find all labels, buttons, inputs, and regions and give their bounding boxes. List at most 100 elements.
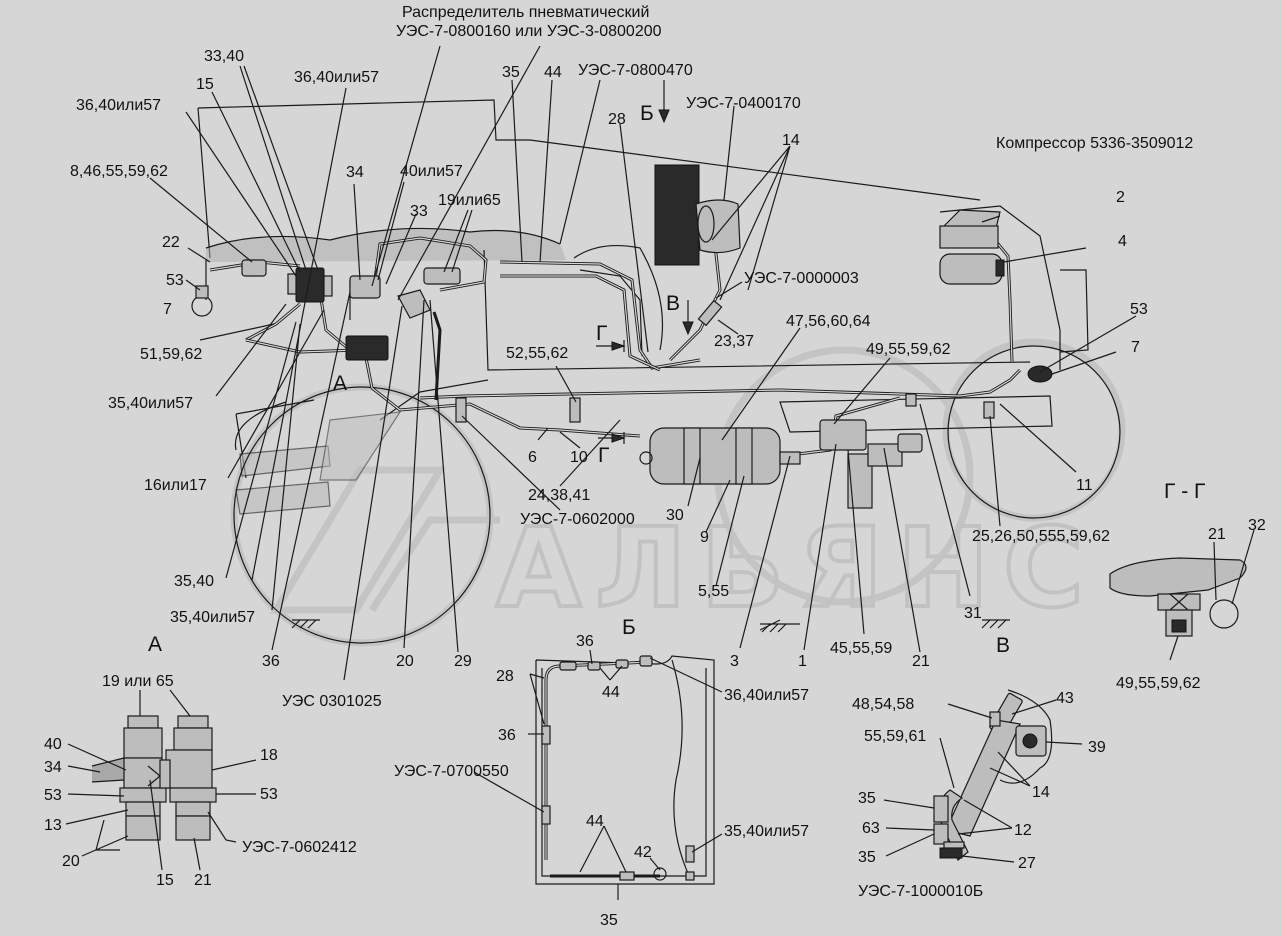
label-35-top: 35: [502, 64, 520, 81]
detail-V-63: 63: [862, 820, 880, 837]
detail-B-35-40-57: 35,40или57: [724, 823, 809, 840]
label-7-right: 7: [1131, 339, 1140, 356]
detail-A-title: А: [148, 633, 162, 656]
label-36-40-57-a: 36,40или57: [294, 69, 379, 86]
detail-A-18: 18: [260, 747, 278, 764]
detail-B-44-top: 44: [602, 684, 620, 701]
components: [191, 80, 1053, 509]
detail-V-35-b: 35: [858, 849, 876, 866]
fixture-7-left: [191, 295, 213, 317]
label-uec-0400170: УЭС-7-0400170: [686, 95, 801, 112]
label-24-38-41: 24,38,41: [528, 487, 590, 504]
detail-A-19-65: 19 или 65: [102, 673, 174, 690]
valve-34: [349, 275, 381, 299]
detail-A-15: 15: [156, 872, 174, 889]
label-A-view: А: [333, 372, 347, 395]
detail-A-20: 20: [62, 853, 80, 870]
detail-B-uec: УЭС-7-0700550: [394, 763, 509, 780]
label-3: 3: [730, 653, 739, 670]
label-5-55: 5,55: [698, 583, 729, 600]
label-7-left: 7: [163, 301, 172, 318]
label-B-arrow: Б: [640, 102, 654, 125]
label-47-56: 47,56,60,64: [786, 313, 871, 330]
block-A: [345, 335, 389, 361]
detail-V-55-59-61: 55,59,61: [864, 728, 926, 745]
detail-V-12: 12: [1014, 822, 1032, 839]
detail-B-36-side: 36: [498, 727, 516, 744]
label-40-57: 40или57: [400, 163, 463, 180]
label-G-arrow-top: Г: [596, 322, 607, 345]
section-G-G: Г - Г 21 32 49,55,59,62: [1109, 480, 1266, 692]
label-30: 30: [666, 507, 684, 524]
detail-A-40: 40: [44, 736, 62, 753]
brake-valve: [819, 419, 867, 451]
label-34: 34: [346, 164, 364, 181]
label-distributor-title: Распределитель пневматический: [402, 4, 649, 21]
valve-22: [241, 259, 267, 277]
label-31: 31: [964, 605, 982, 622]
label-uec-0301025: УЭС 0301025: [282, 693, 382, 710]
detail-V-14: 14: [1032, 784, 1050, 801]
detail-A-21: 21: [194, 872, 212, 889]
label-19-65: 19или65: [438, 192, 501, 209]
detail-B-42: 42: [634, 844, 652, 861]
detail-B-title: Б: [622, 616, 636, 639]
label-2: 2: [1116, 189, 1125, 206]
label-44-top: 44: [544, 64, 562, 81]
air-tank: [649, 427, 781, 485]
label-20-mid: 20: [396, 653, 414, 670]
label-52-55-62: 52,55,62: [506, 345, 568, 362]
detail-A-53-left: 53: [44, 787, 62, 804]
detail-V-uec: УЭС-7-1000010Б: [858, 883, 983, 900]
label-35-40: 35,40: [174, 573, 214, 590]
leader-lines: [149, 45, 1137, 681]
label-36-40-57-b: 36,40или57: [76, 97, 161, 114]
distributor-block: [295, 267, 325, 303]
label-15: 15: [196, 76, 214, 93]
watermark: АЛЬЯНС: [230, 338, 1126, 647]
label-6: 6: [528, 449, 537, 466]
label-uec-0800470: УЭС-7-0800470: [578, 62, 693, 79]
bracket-mid: [569, 397, 581, 423]
label-uec-0000003: УЭС-7-0000003: [744, 270, 859, 287]
label-36-bottom: 36: [262, 653, 280, 670]
label-11: 11: [1076, 477, 1093, 494]
detail-A-53-right: 53: [260, 786, 278, 803]
label-V-arrow: В: [666, 292, 680, 315]
bracket-left: [455, 397, 467, 423]
label-22: 22: [162, 234, 180, 251]
watermark-text: АЛЬЯНС: [496, 504, 1098, 632]
detail-V-48: 48,54,58: [852, 696, 914, 713]
detail-V-39: 39: [1088, 739, 1106, 756]
detail-B-36-40-57: 36,40или57: [724, 687, 809, 704]
detail-B-35: 35: [600, 912, 618, 929]
detail-V-43: 43: [1056, 690, 1074, 707]
label-33-mid: 33: [410, 203, 428, 220]
brake-chamber: [695, 199, 741, 254]
label-1: 1: [798, 653, 807, 670]
compressor: [939, 209, 1005, 285]
pipes: [209, 199, 1022, 457]
label-49-55-top: 49,55,59,62: [866, 341, 951, 358]
section-G-G-49: 49,55,59,62: [1116, 675, 1201, 692]
detail-A-13: 13: [44, 817, 62, 834]
label-21-mid: 21: [912, 653, 930, 670]
label-G-arrow-bottom: Г: [598, 444, 609, 467]
label-uec-0602000: УЭС-7-0602000: [520, 511, 635, 528]
detail-A-34: 34: [44, 759, 62, 776]
detail-V-35-a: 35: [858, 790, 876, 807]
label-51-59-62: 51,59,62: [140, 346, 202, 363]
section-G-G-32: 32: [1248, 517, 1266, 534]
section-G-G-title: Г - Г: [1164, 480, 1205, 503]
label-compressor: Компрессор 5336-3509012: [996, 135, 1193, 152]
label-45-55-59: 45,55,59: [830, 640, 892, 657]
label-28: 28: [608, 111, 626, 128]
label-25-26: 25,26,50,555,59,62: [972, 528, 1110, 545]
detail-B-44-bottom: 44: [586, 813, 604, 830]
label-35-40-57-low: 35,40или57: [170, 609, 255, 626]
fitting-20: [397, 289, 431, 319]
label-53-left: 53: [166, 272, 184, 289]
label-9: 9: [700, 529, 709, 546]
label-29: 29: [454, 653, 472, 670]
